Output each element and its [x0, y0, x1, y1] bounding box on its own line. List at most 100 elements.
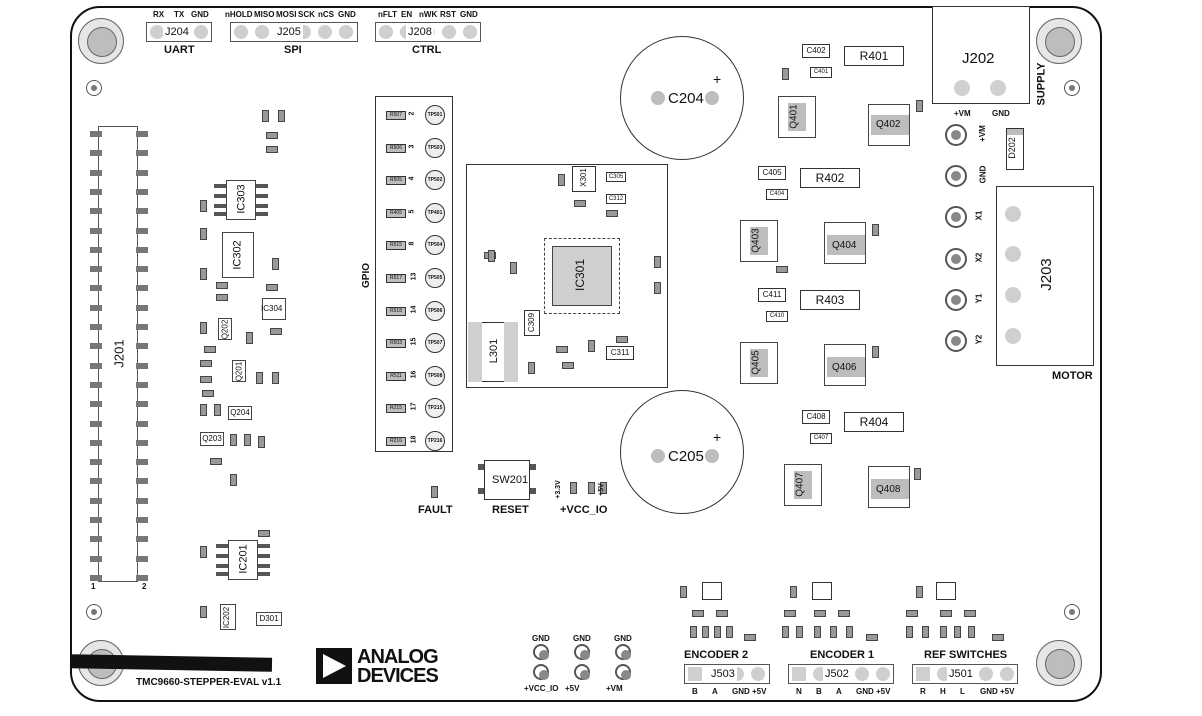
gpio-testpoint[interactable]: TP507	[425, 333, 445, 354]
smd-component	[606, 210, 618, 217]
j201-pin-pad	[90, 439, 102, 446]
gpio-label: GPIO	[361, 262, 373, 289]
smd-component	[246, 332, 253, 344]
j201-pin-pad	[90, 574, 102, 581]
ctrl-pin-label: RST	[440, 10, 456, 19]
smd-component	[488, 250, 495, 262]
j201-pin-pad	[90, 362, 102, 369]
motor-testpoint[interactable]	[945, 165, 967, 188]
gpio-testpoint[interactable]: TP502	[425, 170, 445, 191]
gpio-testpoint[interactable]: TP508	[425, 365, 445, 386]
ctrl-ref: J208	[406, 25, 434, 39]
testpoint-gnd[interactable]	[615, 644, 631, 660]
j202-ref: J202	[962, 50, 995, 67]
j201-pin-pad	[136, 439, 148, 446]
smd-component	[200, 546, 207, 558]
smd-component	[262, 110, 269, 122]
j201-pin-pad	[90, 497, 102, 504]
gpio-testpoint[interactable]: TP503	[425, 137, 445, 158]
smd-component	[782, 626, 789, 638]
gpio-pin-number: 18	[410, 435, 418, 444]
spi-pin-label: GND	[338, 10, 356, 19]
j201-pin-pad	[90, 169, 102, 176]
uart-label: UART	[164, 44, 195, 56]
gpio-testpoint[interactable]: TP216	[425, 431, 445, 451]
motor-testpoint[interactable]	[945, 206, 967, 229]
j201-pin-pad	[90, 266, 102, 273]
connector-pin-label: B	[816, 687, 822, 696]
c204-label: C204	[668, 90, 704, 107]
gpio-testpoint[interactable]: TP401	[425, 202, 445, 223]
mosfet-q406: Q406	[824, 344, 866, 386]
motor-testpoint[interactable]	[945, 124, 967, 146]
j201-pin-pad	[136, 343, 148, 350]
gpio-resistor: R506	[386, 143, 406, 153]
motor-testpoint[interactable]	[945, 288, 967, 311]
j201-pin-pad	[90, 227, 102, 234]
j201-body	[98, 126, 138, 582]
gpio-testpoint[interactable]: TP506	[425, 300, 445, 321]
j201-pin-pad	[136, 304, 148, 311]
j201-pin-pad	[136, 285, 148, 292]
smd-component	[600, 482, 607, 494]
spi-pin-label: nCS	[318, 10, 334, 19]
gpio-testpoint[interactable]: TP501	[425, 105, 445, 125]
smd-component	[702, 626, 709, 638]
ic201-label: IC201	[237, 544, 250, 574]
c311-label: C311	[606, 346, 634, 360]
j201-pin-pad	[90, 555, 102, 562]
ref-switches-label: REF SWITCHES	[924, 649, 1008, 661]
smd-component	[200, 376, 212, 383]
j201-pin-pad	[136, 536, 148, 543]
j201-pin-pad	[90, 324, 102, 330]
l301-label: L301	[488, 338, 501, 364]
resistor-r402: R402	[800, 168, 860, 188]
smd-component	[266, 146, 278, 153]
smd-component	[784, 610, 796, 617]
j201-pin-pad	[90, 381, 102, 388]
gpio-pin-number: 2	[408, 111, 416, 116]
testpoint-power[interactable]	[574, 664, 590, 680]
smd-component	[968, 626, 975, 638]
motor-pin-label: X2	[974, 252, 984, 262]
c205-label: C205	[668, 448, 704, 465]
j503-ref: J503	[709, 667, 737, 681]
cap-c401: C401	[810, 67, 832, 78]
testpoint-gnd[interactable]	[574, 644, 590, 660]
smd-component	[814, 626, 821, 638]
testpoint-power[interactable]	[533, 664, 549, 680]
mounting-hole-top-left	[78, 18, 124, 64]
q405-label: Q405	[750, 350, 762, 375]
board-name: TMC9660-STEPPER-EVAL v1.1	[136, 677, 282, 688]
smd-component	[278, 110, 285, 122]
gpio-resistor: R216	[386, 437, 406, 446]
smd-component	[964, 610, 976, 617]
motor-testpoint[interactable]	[945, 330, 967, 352]
smd-component	[210, 458, 222, 465]
j201-pin-pad	[90, 131, 102, 137]
gpio-testpoint[interactable]: TP505	[425, 268, 445, 288]
smd-component	[570, 482, 577, 494]
q406-label: Q406	[832, 362, 857, 373]
gpio-testpoint[interactable]: TP215	[425, 398, 445, 419]
motor-testpoint[interactable]	[945, 247, 967, 270]
uart-pin-label: GND	[191, 10, 209, 19]
testpoint-gnd[interactable]	[533, 644, 549, 660]
j201-pin-pad	[136, 324, 148, 330]
encoder1-label: ENCODER 1	[810, 649, 875, 661]
smd-component	[940, 626, 947, 638]
smd-component	[866, 634, 878, 641]
j201-pin2: 2	[142, 582, 147, 591]
cap-c405: C405	[758, 166, 786, 180]
gpio-resistor: R505	[386, 176, 406, 186]
ref-switch-buffer-ic	[936, 582, 956, 600]
j201-pin-pad	[90, 246, 102, 253]
smd-component	[814, 610, 826, 617]
smd-component	[258, 436, 265, 448]
smd-component	[616, 336, 628, 343]
smd-component	[200, 360, 212, 367]
gpio-pin-number: 14	[410, 305, 418, 313]
q202: Q202	[218, 318, 232, 340]
gpio-testpoint[interactable]: TP504	[425, 235, 445, 256]
testpoint-power[interactable]	[615, 664, 631, 680]
